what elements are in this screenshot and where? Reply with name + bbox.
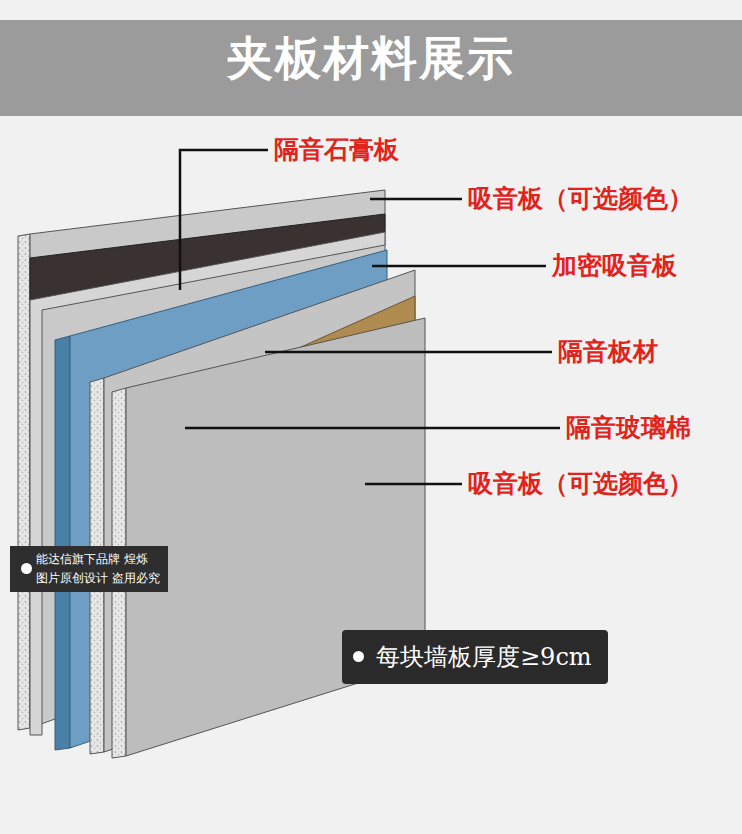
callout-label: 加密吸音板 (550, 250, 679, 282)
tag-hole (21, 563, 32, 574)
title-text: 夹板材料展示 (0, 28, 742, 90)
callout-label: 吸音板（可选颜色） (466, 183, 695, 215)
tag-text: 每块墙板厚度≥9cm (376, 643, 592, 671)
tag-text: 图片原创设计 盗用必究 (36, 569, 160, 588)
thickness-tag: 每块墙板厚度≥9cm (342, 630, 608, 684)
tag-text: 能达信旗下品牌 煌烁 (36, 550, 160, 569)
tag-hole (353, 651, 364, 662)
callout-label: 隔音玻璃棉 (564, 412, 693, 444)
callout-label: 隔音石膏板 (272, 134, 401, 166)
watermark-tag: 能达信旗下品牌 煌烁图片原创设计 盗用必究 (10, 546, 168, 592)
callout-label: 隔音板材 (556, 336, 660, 368)
callout-label: 吸音板（可选颜色） (466, 468, 695, 500)
